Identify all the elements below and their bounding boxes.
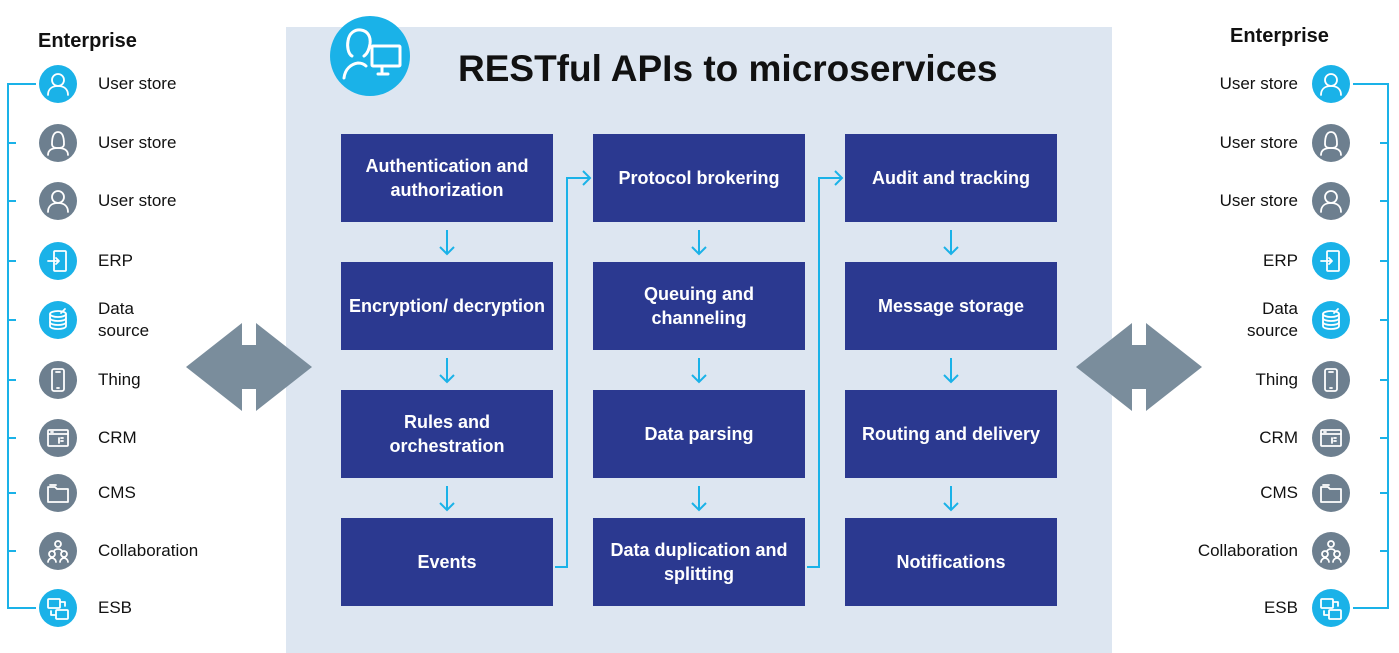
service-box: Encryption/ decryption [341, 262, 553, 350]
enterprise-item-label: Collaboration [98, 541, 199, 560]
left-bracket [7, 83, 36, 609]
enterprise-item-label: ERP [98, 251, 133, 270]
network-icon [39, 589, 77, 627]
user-female-icon [1312, 124, 1350, 162]
developer-icon [330, 16, 410, 96]
enterprise-item-label: Collaboration [1197, 541, 1298, 560]
user-icon [1312, 182, 1350, 220]
crm-icon [39, 419, 77, 457]
enterprise-item-label: User store [1219, 74, 1298, 93]
enterprise-item-label: ERP [1263, 251, 1298, 270]
service-box: Queuing and channeling [593, 262, 805, 350]
right-enterprise-heading: Enterprise [1230, 25, 1329, 47]
service-box: Audit and tracking [845, 134, 1057, 222]
enterprise-item-label: User store [1219, 191, 1298, 210]
folder-icon [39, 474, 77, 512]
erp-icon [1312, 242, 1350, 280]
enterprise-item-label: CMS [1260, 483, 1298, 502]
people-icon [1312, 532, 1350, 570]
folder-icon [1312, 474, 1350, 512]
phone-icon [39, 361, 77, 399]
right-double-arrow [1076, 323, 1202, 411]
enterprise-item-label: Thing [98, 370, 141, 389]
down-arrow [439, 486, 455, 512]
enterprise-item-label: CRM [98, 428, 137, 447]
down-arrow [691, 486, 707, 512]
user-icon [39, 182, 77, 220]
service-box: Notifications [845, 518, 1057, 606]
down-arrow [439, 230, 455, 256]
service-box: Protocol brokering [593, 134, 805, 222]
enterprise-item-label: User store [98, 74, 177, 93]
database-icon [39, 301, 77, 339]
enterprise-item-label: ESB [98, 598, 133, 617]
service-box: Data duplication and splitting [593, 518, 805, 606]
down-arrow [439, 358, 455, 384]
down-arrow [691, 230, 707, 256]
service-box: Routing and delivery [845, 390, 1057, 478]
user-female-icon [39, 124, 77, 162]
phone-icon [1312, 361, 1350, 399]
left-enterprise-heading: Enterprise [38, 30, 137, 52]
enterprise-item-label: ESB [1263, 598, 1298, 617]
user-icon [39, 65, 77, 103]
service-box: Events [341, 518, 553, 606]
down-arrow [691, 358, 707, 384]
down-arrow [943, 486, 959, 512]
enterprise-item-label: CRM [1259, 428, 1298, 447]
enterprise-item-label: User store [1219, 133, 1298, 152]
crm-icon [1312, 419, 1350, 457]
right-bracket [1353, 83, 1389, 609]
service-box: Data parsing [593, 390, 805, 478]
service-box: Rules and orchestration [341, 390, 553, 478]
diagram-title: RESTful APIs to microservices [458, 48, 998, 89]
left-double-arrow [186, 323, 312, 411]
down-arrow [943, 230, 959, 256]
people-icon [39, 532, 77, 570]
service-box: Message storage [845, 262, 1057, 350]
service-box: Authentication and authorization [341, 134, 553, 222]
network-icon [1312, 589, 1350, 627]
down-arrow [943, 358, 959, 384]
enterprise-item-label: Thing [1255, 370, 1298, 389]
enterprise-item-label: User store [98, 133, 177, 152]
database-icon [1312, 301, 1350, 339]
erp-icon [39, 242, 77, 280]
enterprise-item-label: CMS [98, 483, 136, 502]
enterprise-item-label: User store [98, 191, 177, 210]
column-connector-arrow [555, 170, 592, 568]
user-icon [1312, 65, 1350, 103]
column-connector-arrow [807, 170, 844, 568]
